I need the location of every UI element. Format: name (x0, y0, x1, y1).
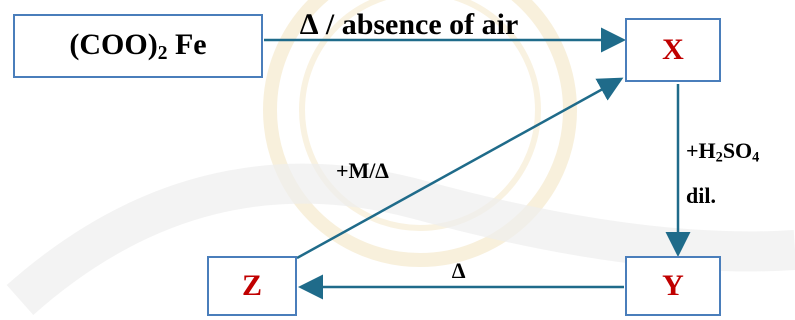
product-x-box: X (625, 18, 721, 82)
product-y-label: Y (662, 269, 684, 302)
condition-heat-absence-of-air: ∆ / absence of air (300, 8, 519, 41)
product-x-label: X (662, 33, 684, 66)
reactant-box: (COO)2 Fe (13, 14, 263, 78)
arrow-z-to-x (296, 77, 624, 260)
condition-sulfuric-acid: +H2SO4 (686, 138, 760, 166)
condition-dilute: dil. (686, 183, 716, 208)
watermark-emblem-ring (263, 0, 577, 267)
product-y-box: Y (625, 256, 721, 316)
reactant-formula: (COO)2 Fe (69, 27, 207, 64)
condition-heat: ∆ (452, 258, 466, 283)
product-z-label: Z (241, 269, 262, 302)
product-z-box: Z (207, 256, 297, 316)
condition-metal-heat: +M/∆ (336, 158, 389, 183)
watermark-emblem-inner-ring (299, 0, 541, 231)
